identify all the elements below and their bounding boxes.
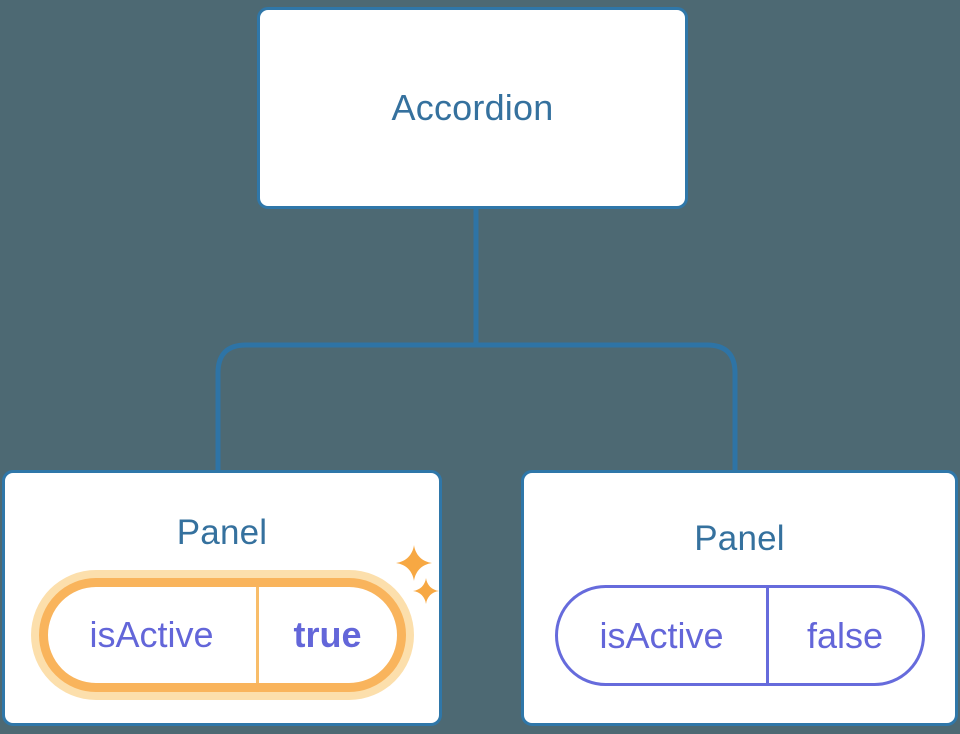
sparkle-icon	[396, 545, 432, 581]
panel-node-active: Panel isActive true	[2, 470, 442, 726]
edge-right-branch	[476, 342, 738, 471]
panel-node-label: Panel	[176, 513, 268, 552]
state-key-label: isActive	[48, 587, 259, 683]
panel-node-label: Panel	[694, 519, 785, 558]
state-pill-inactive: isActive false	[554, 585, 925, 686]
state-pill-active: isActive true	[38, 578, 406, 692]
state-value-label: true	[293, 614, 362, 655]
accordion-node: Accordion	[257, 7, 688, 209]
edge-left-branch	[215, 342, 476, 471]
state-key-label: isActive	[558, 588, 769, 683]
accordion-node-label: Accordion	[391, 87, 554, 128]
state-value-label: false	[806, 614, 884, 656]
sparkle-icon-small	[413, 578, 439, 604]
panel-node-inactive: Panel isActive false	[521, 470, 958, 726]
